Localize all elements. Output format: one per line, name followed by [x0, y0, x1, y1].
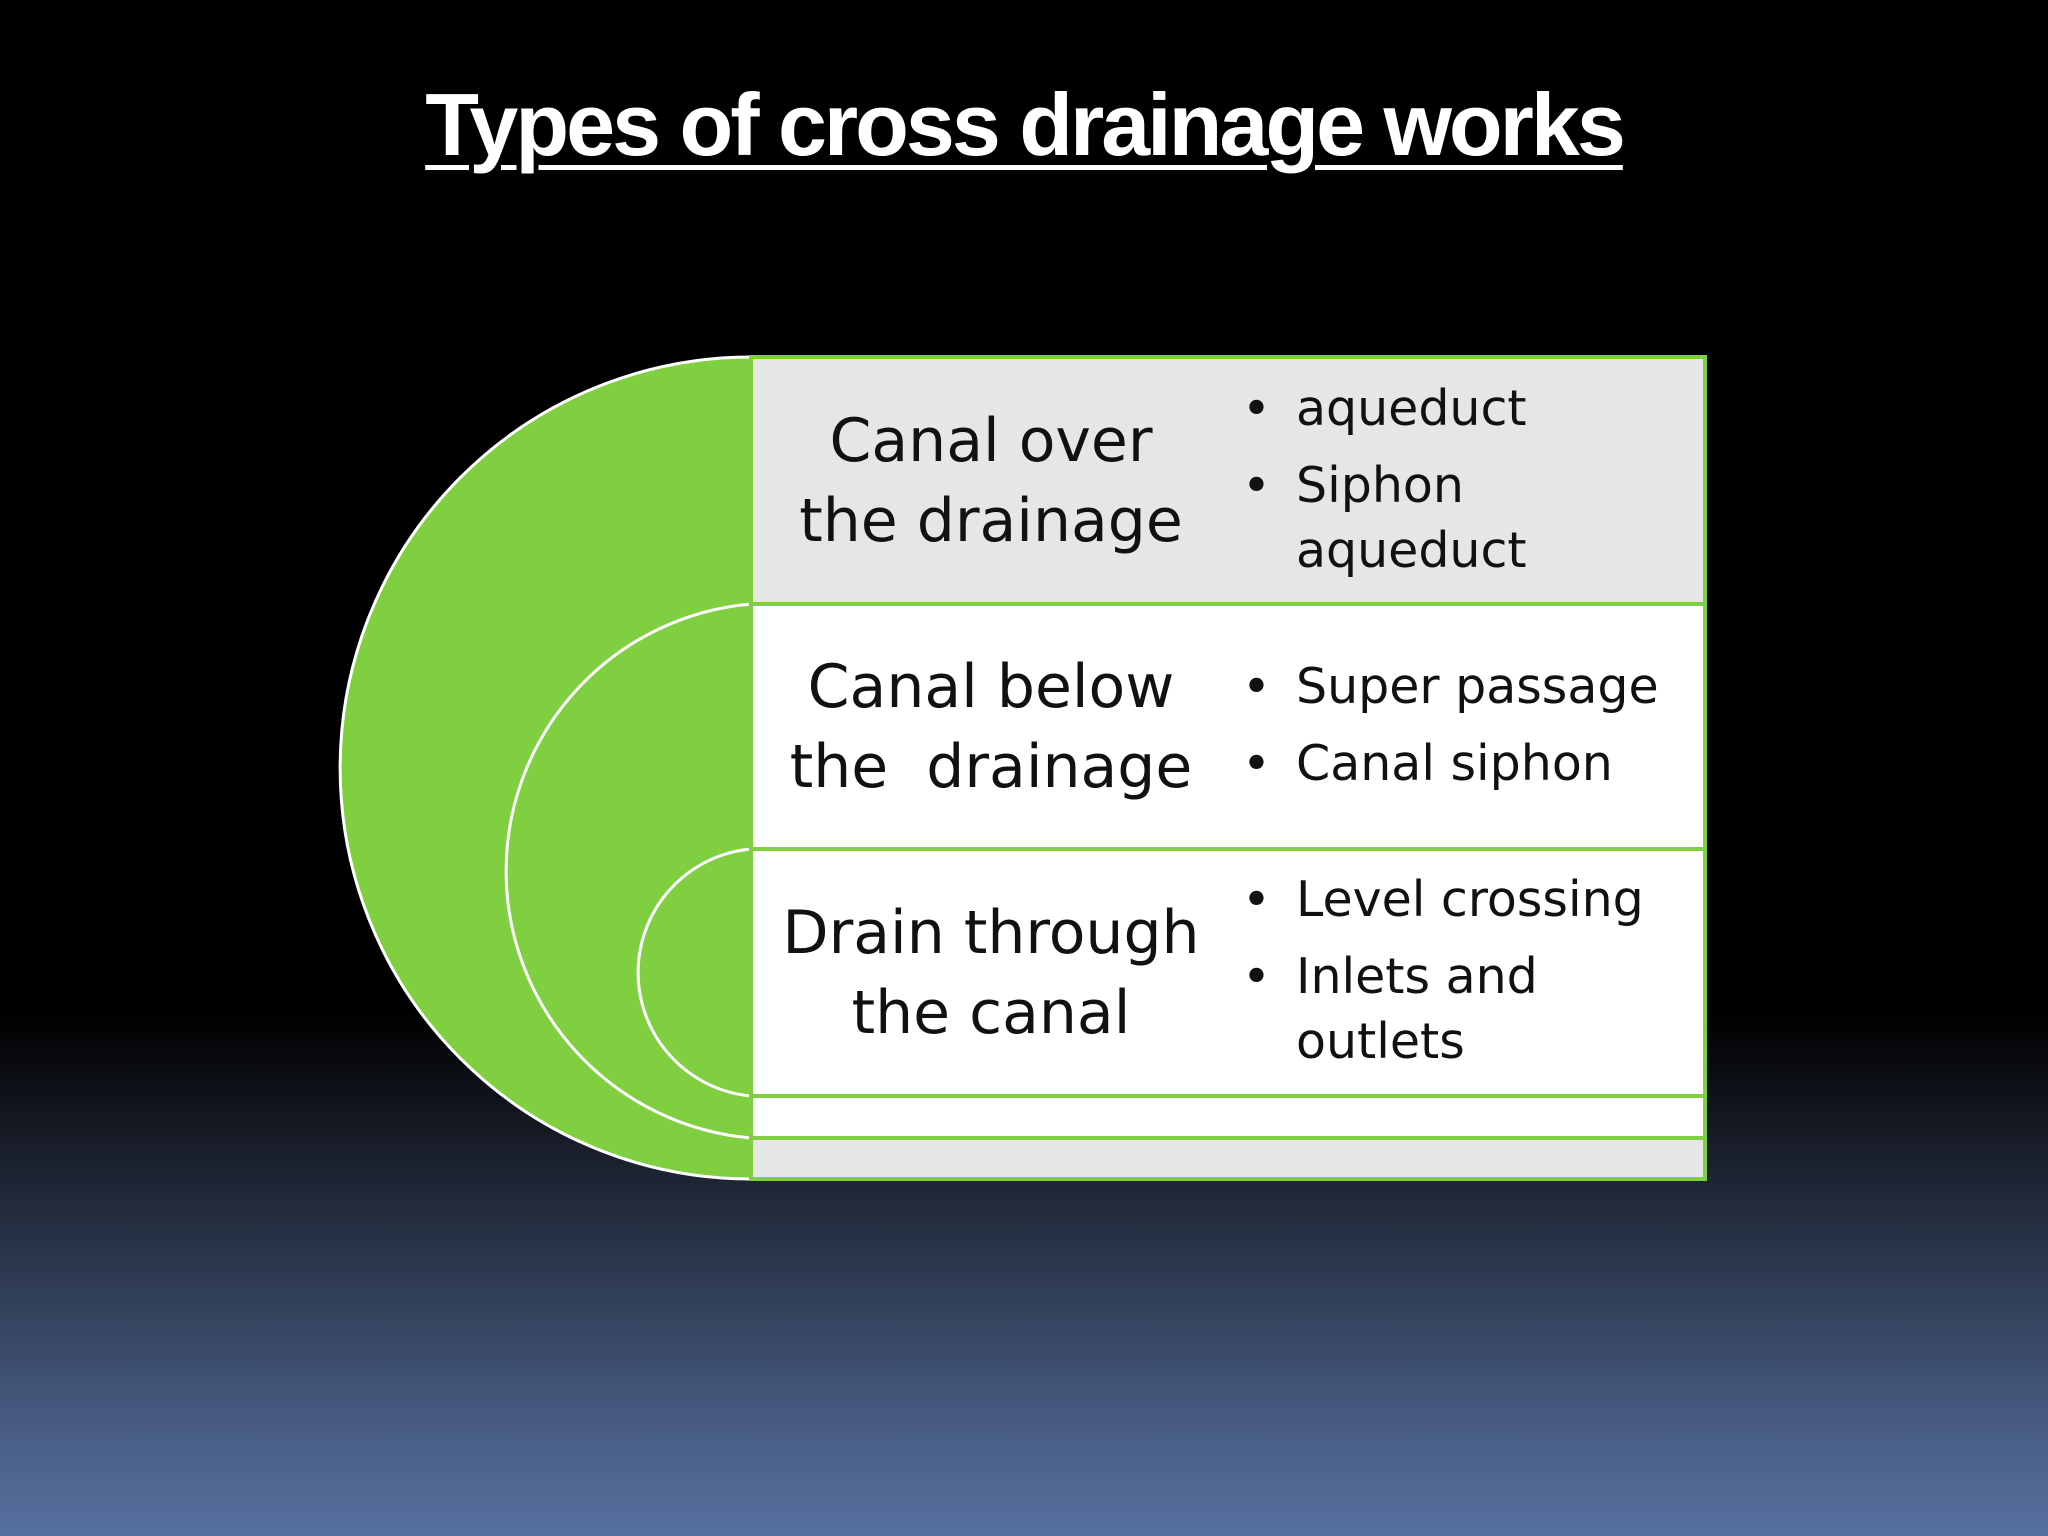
bullet-list-canal-over-drainage: aqueduct Siphon aqueduct	[1240, 376, 1700, 595]
bullet-item: Super passage	[1240, 654, 1700, 719]
bullet-item: Inlets and outlets	[1240, 944, 1700, 1074]
row-canal-below-drainage	[749, 602, 1707, 851]
bullet-list-canal-below-drainage: Super passage Canal siphon	[1240, 654, 1700, 808]
row-label-drain-through-canal: Drain through the canal	[782, 897, 1200, 1048]
bullet-item: aqueduct	[1240, 376, 1700, 441]
slide-title: Types of cross drainage works	[425, 75, 1626, 174]
bullet-list-drain-through-canal: Level crossing Inlets and outlets	[1240, 867, 1700, 1086]
inner-arc	[636, 847, 753, 1098]
bullet-item: Level crossing	[1240, 867, 1700, 932]
row-label-canal-below-drainage: Canal below the drainage	[789, 651, 1193, 802]
bullet-item: Canal siphon	[1240, 731, 1700, 796]
bullet-item: Siphon aqueduct	[1240, 453, 1700, 583]
row-label-canal-over-drainage: Canal over the drainage	[799, 405, 1183, 556]
row-empty-1	[749, 1094, 1707, 1140]
row-empty-2	[749, 1136, 1707, 1181]
